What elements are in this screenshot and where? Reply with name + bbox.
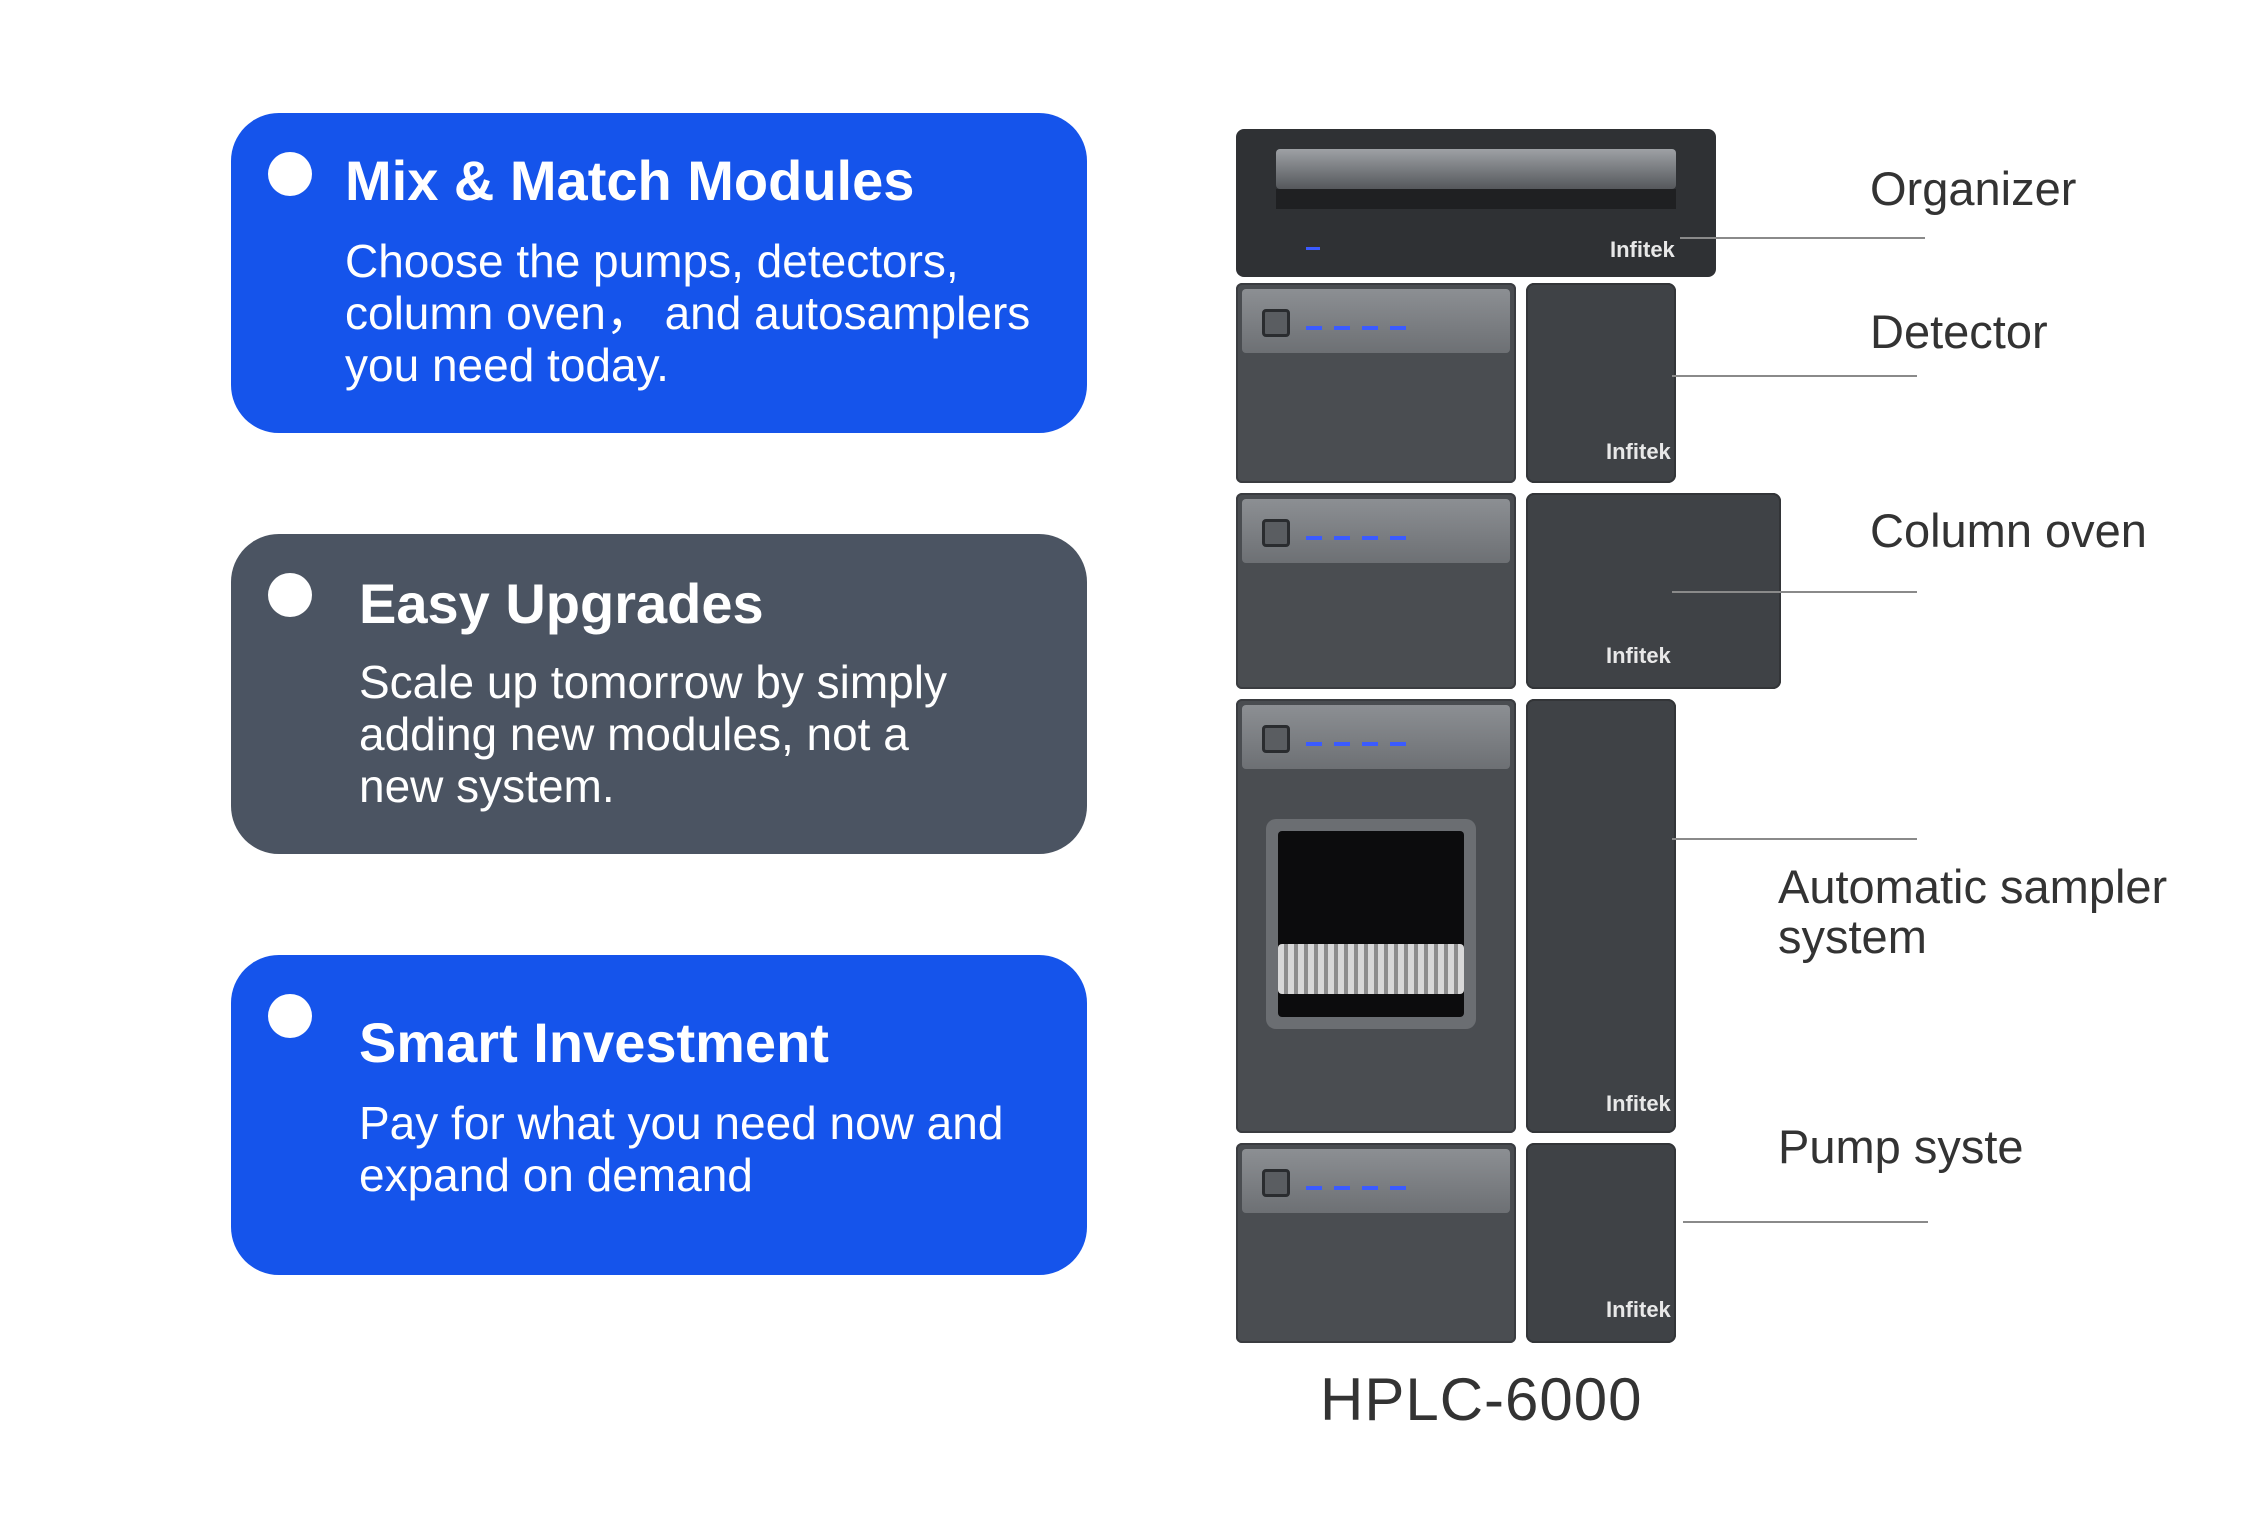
- feature-card-easy-upgrades: Easy Upgrades Scale up tomorrow by simpl…: [231, 534, 1087, 854]
- organizer-module: Infitek: [1236, 129, 1716, 277]
- card-description: Scale up tomorrow by simply adding new m…: [359, 656, 947, 812]
- module-label-column-oven: Column oven: [1870, 504, 2147, 557]
- bullet-dot: [268, 573, 312, 617]
- card-title: Mix & Match Modules: [345, 149, 915, 212]
- leader-line: [1683, 1221, 1928, 1223]
- leader-line: [1672, 591, 1917, 593]
- card-title: Smart Investment: [359, 1011, 829, 1074]
- bullet-dot: [268, 994, 312, 1038]
- brand-label: Infitek: [1606, 439, 1671, 464]
- pump-module: Infitek: [1236, 1143, 1716, 1343]
- brand-label: Infitek: [1606, 1297, 1671, 1322]
- detector-module: Infitek: [1236, 283, 1716, 483]
- brand-label: Infitek: [1610, 237, 1675, 262]
- autosampler-module: Infitek: [1236, 699, 1716, 1133]
- bullet-dot: [268, 152, 312, 196]
- power-icon: [1262, 725, 1290, 753]
- model-name: HPLC-6000: [1320, 1366, 1643, 1433]
- module-label-detector: Detector: [1870, 305, 2048, 358]
- leader-line: [1672, 375, 1917, 377]
- card-title: Easy Upgrades: [359, 572, 764, 635]
- power-icon: [1262, 519, 1290, 547]
- feature-card-mix-match: Mix & Match Modules Choose the pumps, de…: [231, 113, 1087, 433]
- feature-card-smart-investment: Smart Investment Pay for what you need n…: [231, 955, 1087, 1275]
- card-description: Choose the pumps, detectors, column oven…: [345, 235, 1031, 391]
- power-icon: [1262, 309, 1290, 337]
- hplc-device-image: Infitek Infitek Infitek Infitek: [1232, 125, 1822, 1350]
- brand-label: Infitek: [1606, 643, 1671, 668]
- module-label-automatic-sampler: Automatic sampler system: [1778, 860, 2168, 963]
- card-description: Pay for what you need now and expand on …: [359, 1097, 1004, 1201]
- sample-window: [1266, 819, 1476, 1029]
- column-oven-module: Infitek: [1236, 493, 1826, 689]
- brand-label: Infitek: [1606, 1091, 1671, 1116]
- leader-line: [1680, 237, 1925, 239]
- leader-line: [1672, 838, 1917, 840]
- module-label-pump: Pump syste: [1778, 1120, 2024, 1173]
- power-icon: [1262, 1169, 1290, 1197]
- module-label-organizer: Organizer: [1870, 162, 2077, 215]
